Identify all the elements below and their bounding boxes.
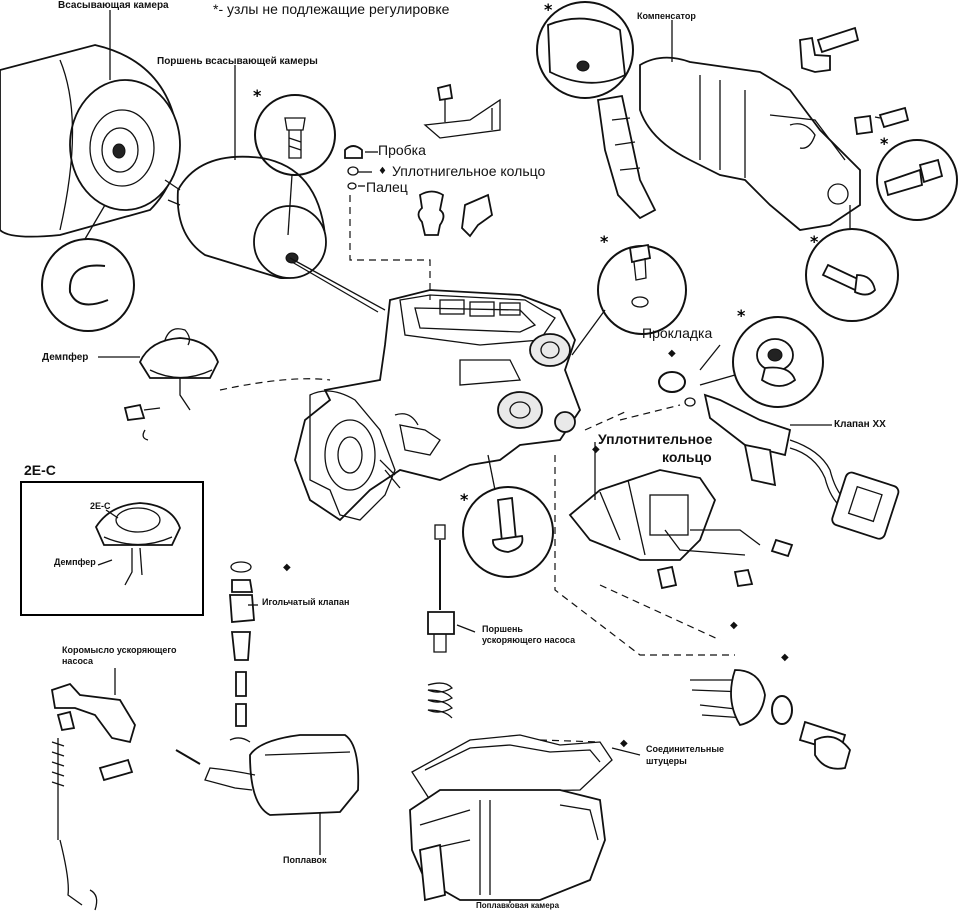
- label-fittings-2: штуцеры: [646, 756, 687, 766]
- asterisk-mark: *: [460, 490, 469, 509]
- intake-chamber-part: [0, 44, 181, 238]
- label-finger: Палец: [366, 179, 408, 195]
- diamond-mark: ◆: [781, 652, 789, 663]
- accel-lever-parts: [50, 682, 136, 911]
- diamond-mark: ◆: [730, 620, 738, 631]
- asterisk-mark: *: [810, 232, 819, 251]
- screw-detail-bottom: [462, 454, 554, 578]
- label-fittings-1: Соединительные: [646, 744, 725, 754]
- label-accel-piston-2: ускоряющего насоса: [482, 635, 576, 645]
- label-plug: Пробка: [378, 142, 426, 158]
- label-accel-lever-1: Коромысло ускоряющего: [62, 645, 177, 655]
- label-o-ring-right-1: Уплотнительное: [598, 431, 713, 447]
- label-o-ring-top: Уплотнигельное кольцо: [392, 163, 546, 179]
- asterisk-mark: *: [600, 232, 609, 251]
- label-accel-lever-2: насоса: [62, 656, 93, 666]
- label-float-chamber: Поплавковая камера: [476, 901, 560, 910]
- intake-piston-part: [164, 155, 386, 313]
- diamond-mark-o-ring: ♦: [378, 166, 387, 177]
- label-gasket: Прокладка: [642, 325, 713, 341]
- bracket-plate: [568, 469, 794, 590]
- label-2e-c-outside: 2E-C: [24, 462, 56, 478]
- screw-detail-top: [254, 94, 336, 236]
- small-parts-top: [344, 83, 501, 238]
- label-compensator: Компенсатор: [637, 11, 696, 21]
- label-inset-2e-c: 2E-C: [90, 501, 111, 511]
- label-intake-piston: Поршень всасывающей камеры: [157, 56, 318, 67]
- label-accel-piston-1: Поршень: [482, 624, 523, 634]
- compensator-part: [536, 1, 910, 231]
- header-note: *- узлы не подлежащие регулировке: [213, 1, 450, 17]
- label-inset-damper: Демпфер: [54, 557, 96, 567]
- label-idle-valve: Клапан ХХ: [834, 419, 886, 430]
- dashed-leaders: [219, 195, 735, 743]
- asterisk-mark: *: [737, 306, 746, 325]
- asterisk-mark: *: [880, 134, 889, 153]
- label-leaders: [97, 10, 721, 903]
- carburetor-body: [294, 289, 582, 522]
- diamond-mark: ◆: [592, 444, 600, 455]
- screw-detail-center: [571, 243, 687, 356]
- float-part: [175, 734, 360, 816]
- gasket-idle-valve: [658, 316, 900, 540]
- screw-detail-lower-right: [805, 205, 899, 322]
- asterisk-mark: *: [544, 0, 553, 19]
- accel-pump-piston: [427, 524, 455, 719]
- diamond-mark: ◆: [668, 348, 676, 359]
- damper-part: [123, 328, 219, 441]
- screw-detail-right: [876, 139, 958, 221]
- label-needle-valve: Игольчатый клапан: [262, 597, 350, 607]
- diamond-mark: ◆: [620, 738, 628, 749]
- label-float: Поплавок: [283, 855, 327, 865]
- asterisk-mark: *: [253, 86, 262, 105]
- diamond-mark: ◆: [283, 562, 291, 573]
- needle-valve-stack: [229, 561, 255, 743]
- circlip-detail: [41, 204, 135, 332]
- inset-2e-c-box: [20, 481, 204, 616]
- label-intake-chamber: Всасывающая камера: [58, 0, 169, 11]
- label-damper: Демпфер: [42, 352, 89, 363]
- connecting-fittings: [690, 669, 851, 770]
- float-chamber-part: [409, 734, 613, 902]
- inset-damper-part: [94, 502, 181, 586]
- label-o-ring-right-2: кольцо: [662, 449, 712, 465]
